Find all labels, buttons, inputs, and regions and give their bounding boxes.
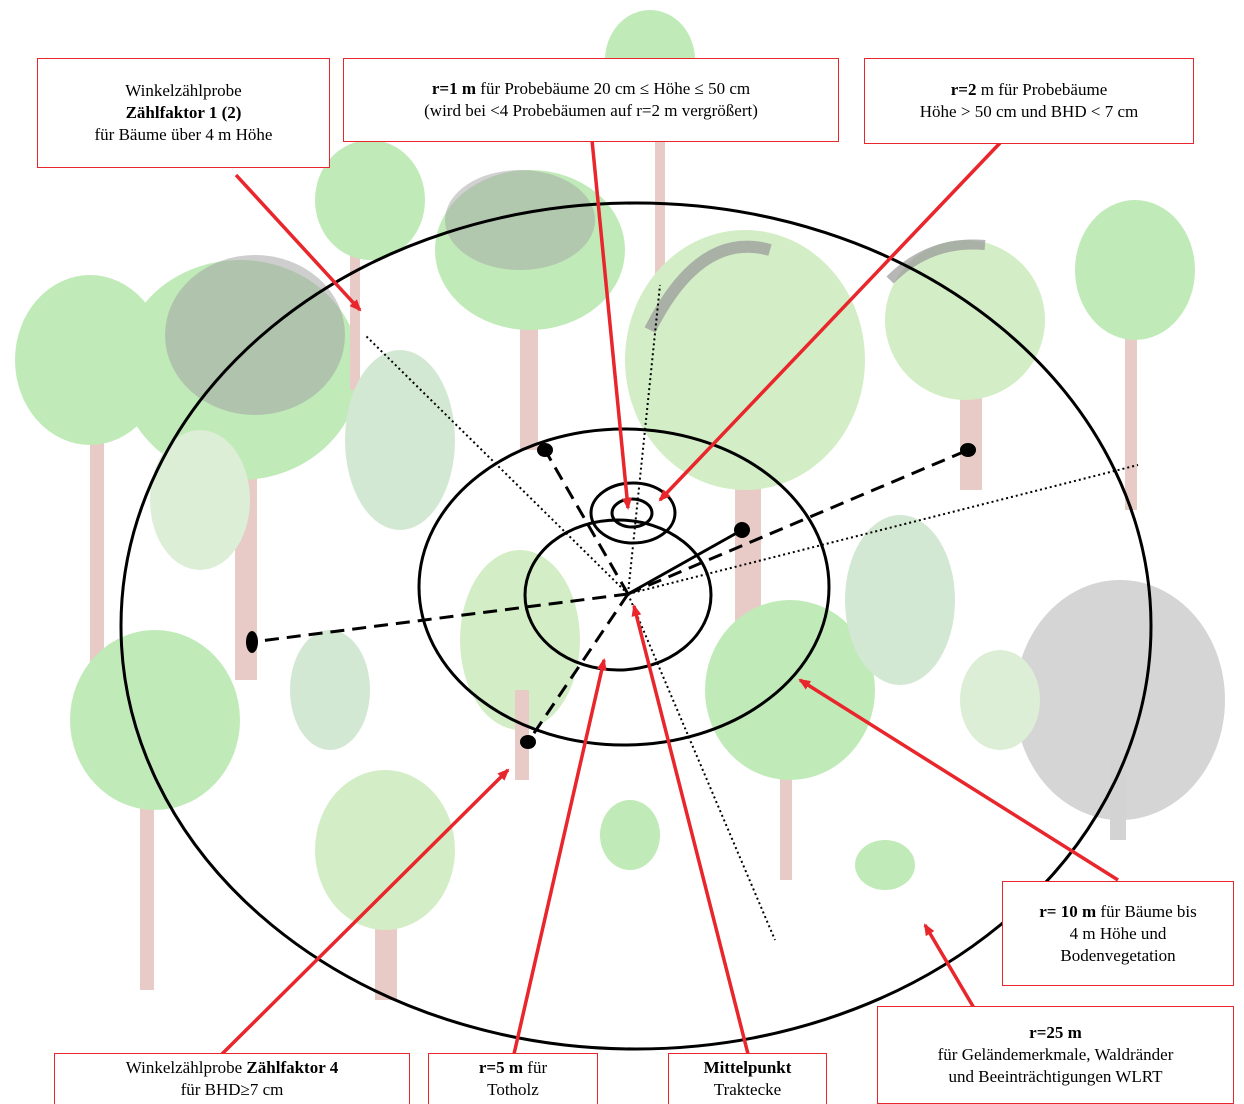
label-r5: r=5 m für Totholz <box>428 1053 598 1104</box>
circle-r2 <box>589 481 677 545</box>
label-r25: r=25 m für Geländemerkmale, Waldränder u… <box>877 1006 1234 1104</box>
label-r10: r= 10 m für Bäume bis 4 m Höhe und Boden… <box>1002 881 1234 986</box>
sample-tree-markers <box>246 443 976 749</box>
circle-r10 <box>417 427 831 747</box>
background-trees <box>15 10 1225 1000</box>
label-relascope-factor-4: Winkelzählprobe Zählfaktor 4 für BHD≥7 c… <box>54 1053 410 1104</box>
pointer-arrows <box>220 139 1119 1056</box>
label-center: Mittelpunkt Traktecke <box>668 1053 827 1104</box>
label-r1: r=1 m für Probebäume 20 cm ≤ Höhe ≤ 50 c… <box>343 58 839 142</box>
arrow-r1 <box>590 139 633 510</box>
arrow-center <box>631 604 750 1055</box>
arrow-relascope-4 <box>220 768 510 1056</box>
arrow-relascope-1 <box>234 173 362 312</box>
solid-line <box>627 528 743 596</box>
circle-r5 <box>523 518 713 672</box>
arrow-r10 <box>798 678 1119 882</box>
circle-r25 <box>119 201 1153 1051</box>
circle-r1 <box>610 497 654 529</box>
arrow-r2 <box>658 141 1002 502</box>
relascope-lines <box>251 448 969 743</box>
dotted-lines <box>365 284 1139 941</box>
label-relascope-factor-1: Winkelzählprobe Zählfaktor 1 (2) für Bäu… <box>37 58 330 168</box>
label-r2: r=2 m für Probebäume Höhe > 50 cm und BH… <box>864 58 1194 144</box>
arrow-r25 <box>923 923 976 1009</box>
arrow-r5 <box>512 658 607 1055</box>
